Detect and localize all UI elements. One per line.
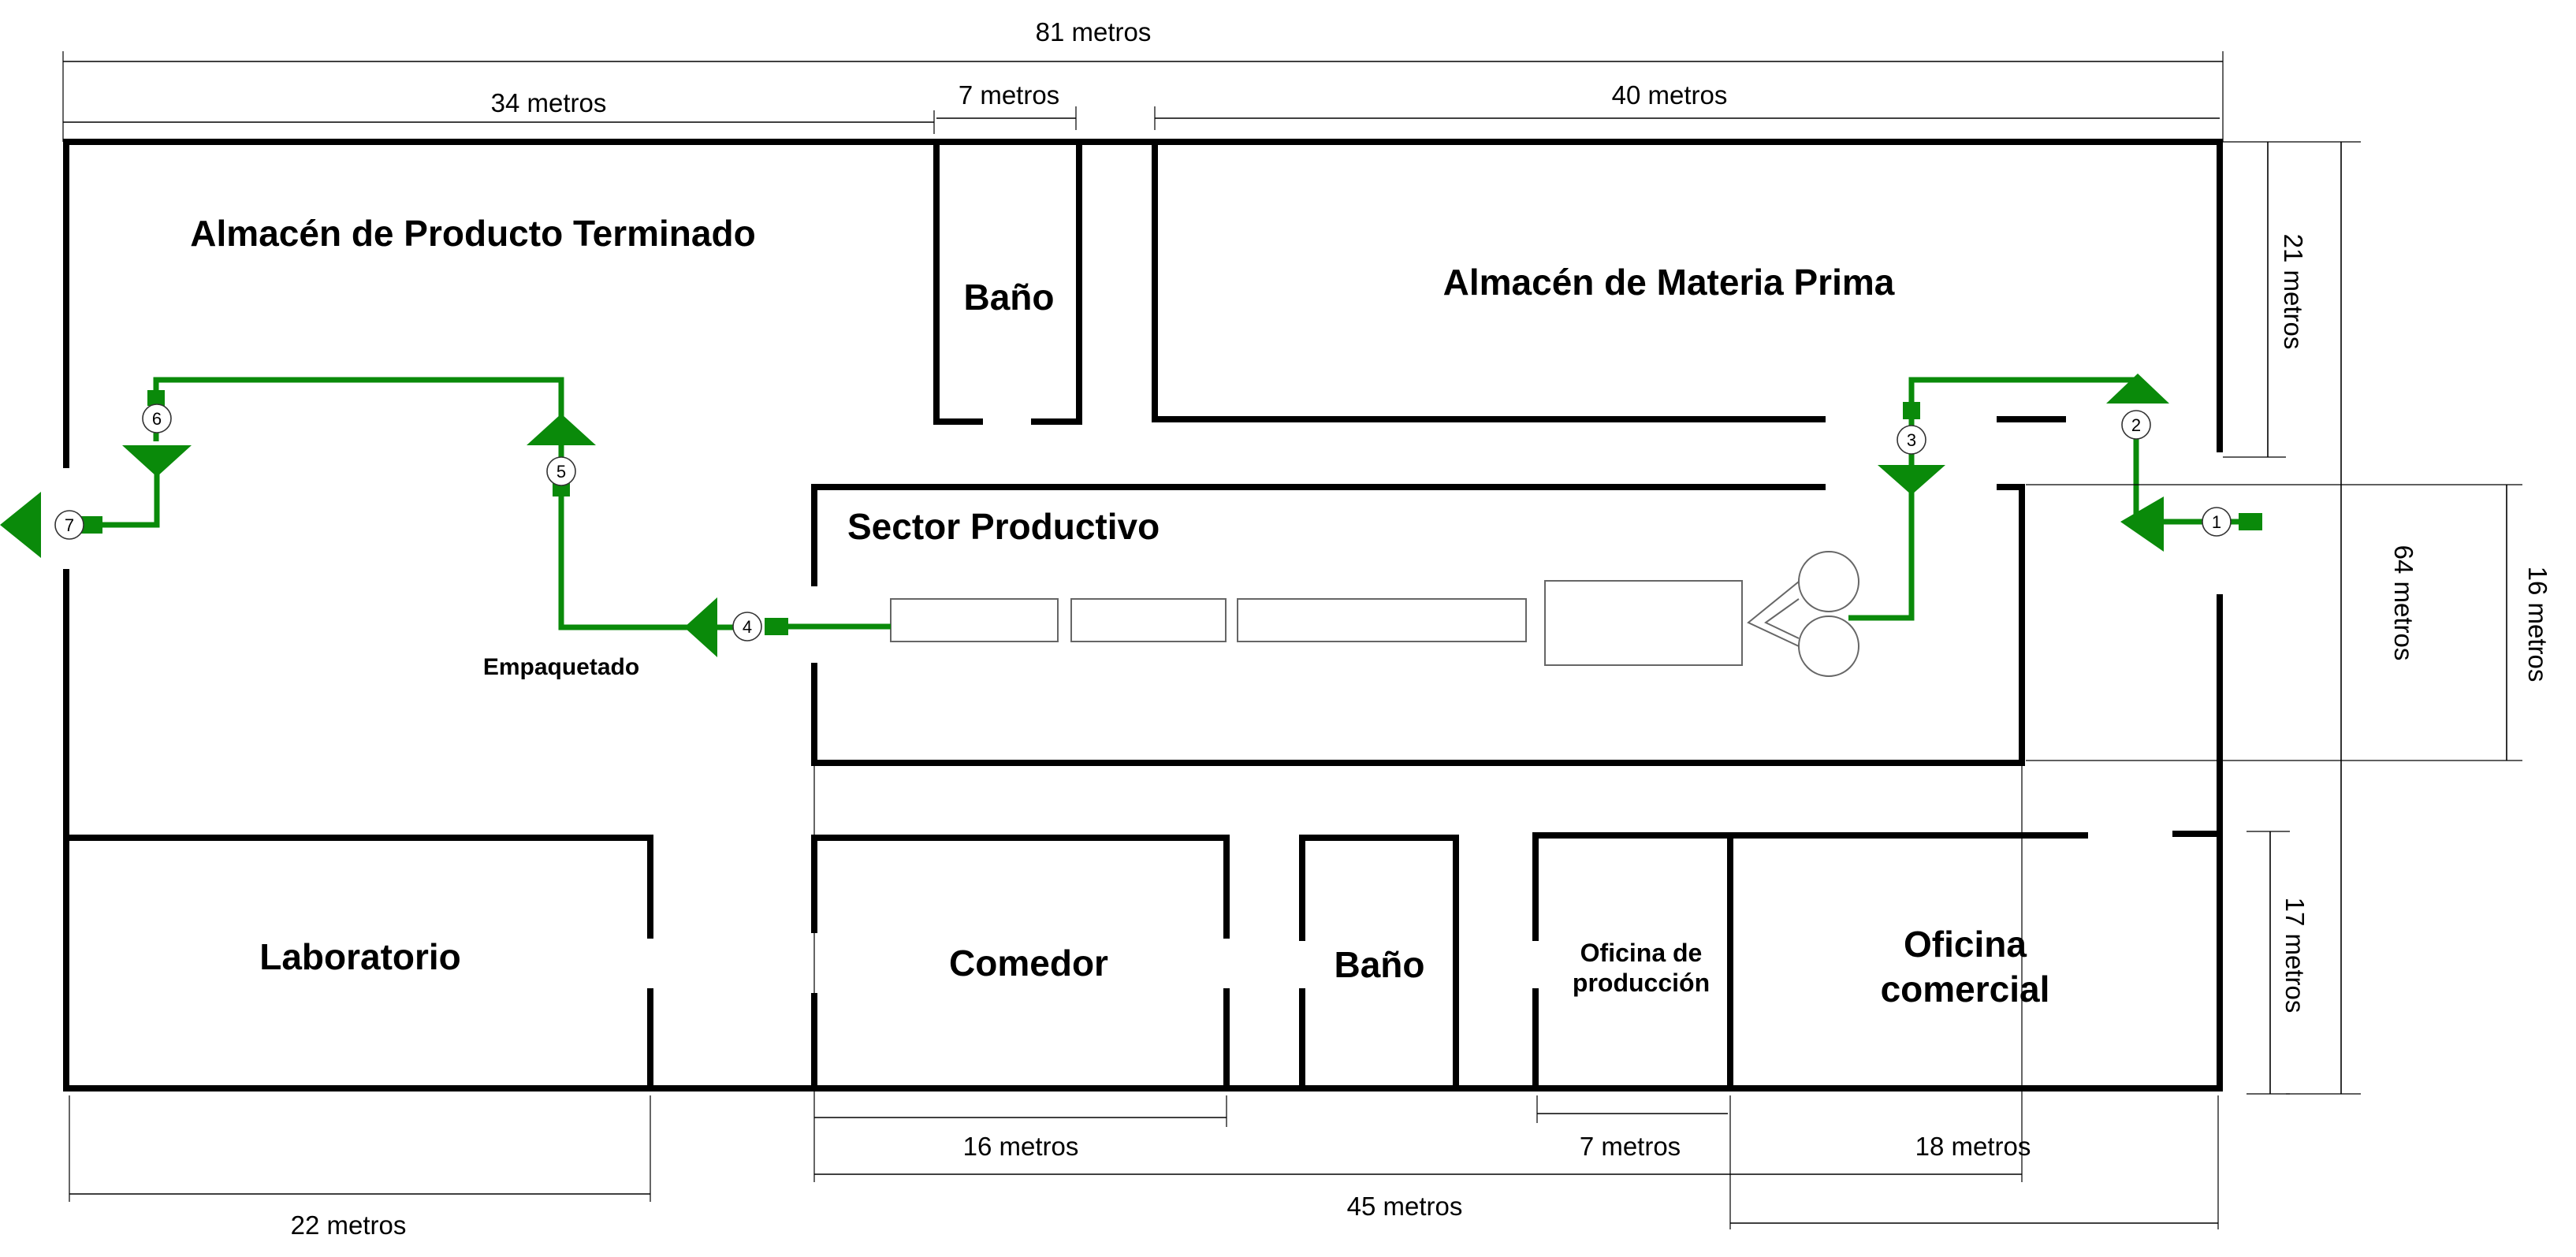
dim-finished-width: 34 metros [491,88,607,117]
arrow-1 [2120,496,2164,552]
label-packaging: Empaquetado [483,654,639,680]
svg-text:2: 2 [2131,415,2141,435]
flow-step-4: 4 [732,612,762,642]
dim-offices-depth: 17 metros [2280,898,2310,1013]
dim-total-width: 81 metros [1036,17,1152,46]
flow-step-2: 2 [2121,410,2151,440]
room-finished-warehouse: Almacén de Producto Terminado [190,213,755,254]
machine-4 [1544,580,1743,666]
room-bathroom-top: Baño [964,277,1055,318]
roller-top [1798,551,1859,612]
svg-text:3: 3 [1907,430,1916,450]
machine-3 [1237,598,1527,642]
arrow-6 [122,445,192,477]
svg-text:7: 7 [65,515,74,535]
dim-prod-office-width: 7 metros [1580,1132,1681,1161]
machine-1 [890,598,1059,642]
room-commercial-office-line1: Oficina [1904,924,2027,965]
room-raw-warehouse: Almacén de Materia Prima [1443,262,1895,303]
room-production-office-line2: producción [1573,969,1710,997]
dim-lab-width: 22 metros [291,1211,407,1240]
room-production-office-line1: Oficina de [1580,939,1703,967]
room-bathroom-bottom: Baño [1335,944,1425,985]
dim-commercial-width: 18 metros [1915,1132,2031,1161]
arrow-7 [0,492,41,558]
roller-bottom [1798,615,1859,677]
dim-dining-width: 16 metros [963,1132,1079,1161]
svg-text:5: 5 [557,462,566,482]
arrow-3 [1878,465,1945,495]
dimensions [62,51,2522,1229]
flow-step-5: 5 [546,456,576,486]
walls [63,139,2223,1092]
svg-text:1: 1 [2212,512,2221,532]
dim-raw-depth: 21 metros [2279,234,2308,350]
flow-step-1: 1 [2202,507,2232,537]
arrow-2 [2106,374,2169,404]
flow-step-3: 3 [1897,425,1926,455]
room-dining: Comedor [949,943,1108,984]
arrow-5 [527,414,596,445]
room-commercial-office-line2: comercial [1881,969,2050,1010]
flow-step-6: 6 [142,404,172,433]
room-laboratory: Laboratorio [259,936,461,977]
flow-step-7: 7 [54,510,84,540]
dim-bathroom-width: 7 metros [959,80,1059,110]
dim-production-depth: 16 metros [2523,567,2552,682]
dim-production-width: 45 metros [1347,1192,1463,1221]
dim-raw-width: 40 metros [1612,80,1728,110]
svg-text:4: 4 [743,617,752,637]
machine-2 [1070,598,1227,642]
production-line [890,551,1859,677]
svg-text:6: 6 [152,409,162,429]
dim-total-depth: 64 metros [2389,545,2418,661]
room-production: Sector Productivo [847,506,1160,547]
